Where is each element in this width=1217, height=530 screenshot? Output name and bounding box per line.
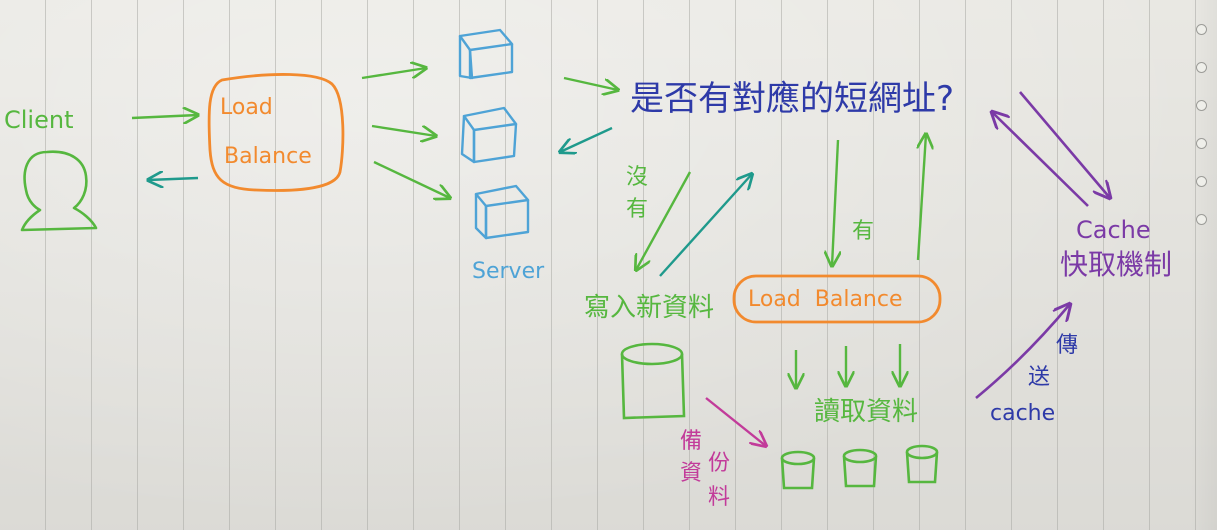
short-url-question: 是否有對應的短網址? — [630, 79, 954, 119]
read-data-label: 讀取資料 — [814, 397, 918, 427]
server-cube-1 — [458, 28, 514, 80]
arrow-lb-to-server-1 — [361, 68, 426, 80]
binder-hole — [1196, 138, 1207, 149]
client-label: Client — [4, 106, 73, 134]
replica-db-1 — [780, 450, 816, 490]
transfer-cache-word: cache — [990, 401, 1055, 426]
cache-mechanism-label: 快取機制 — [1060, 248, 1172, 281]
arrow-lb-to-client — [148, 178, 199, 180]
client-person-icon — [20, 150, 98, 232]
paper-margin-strip — [1190, 0, 1217, 530]
write-database-icon — [620, 342, 686, 420]
backup-char3: 資 — [680, 461, 702, 486]
arrow-write-to-query — [659, 174, 752, 277]
arrow-query-to-cache — [1019, 91, 1110, 198]
arrow-server-to-query — [563, 76, 618, 90]
arrow-to-cache — [975, 304, 1070, 400]
no-label-char2: 有 — [626, 197, 648, 222]
binder-hole — [1196, 62, 1207, 73]
binder-hole — [1196, 100, 1207, 111]
arrow-no-to-write — [636, 171, 692, 270]
server-cube-2 — [460, 106, 518, 164]
no-label-char1: 沒 — [626, 165, 648, 190]
backup-char2: 份 — [708, 451, 730, 476]
arrow-lb-to-server-3 — [373, 160, 450, 198]
replica-db-2 — [842, 448, 878, 488]
backup-char1: 備 — [680, 429, 702, 454]
yes-label: 有 — [852, 219, 874, 244]
cache-title: Cache — [1076, 216, 1151, 244]
binder-hole — [1196, 214, 1207, 225]
load-balancer-box — [207, 73, 345, 192]
replica-db-3 — [905, 444, 939, 484]
arrow-lb-to-query — [918, 134, 926, 261]
arrow-yes-to-lb — [832, 139, 838, 266]
arrow-cache-to-query — [992, 112, 1089, 207]
arrow-query-to-server — [560, 126, 613, 152]
lb-label-line2: Balance — [224, 144, 312, 169]
transfer-char2: 送 — [1028, 365, 1050, 390]
server-cube-3 — [474, 184, 530, 240]
transfer-char1: 傳 — [1056, 333, 1078, 358]
binder-hole — [1196, 176, 1207, 187]
arrow-client-to-lb — [131, 115, 198, 118]
lb-label-line1: Load — [220, 95, 273, 120]
load-balancer-pill — [732, 274, 942, 324]
lb-inline-label: Load Balance — [748, 287, 903, 312]
backup-char4: 料 — [708, 485, 730, 510]
binder-hole — [1196, 24, 1207, 35]
arrow-backup — [705, 397, 766, 446]
arrow-lb-to-server-2 — [371, 124, 436, 136]
write-new-data-label: 寫入新資料 — [584, 293, 714, 323]
server-label: Server — [472, 259, 545, 284]
